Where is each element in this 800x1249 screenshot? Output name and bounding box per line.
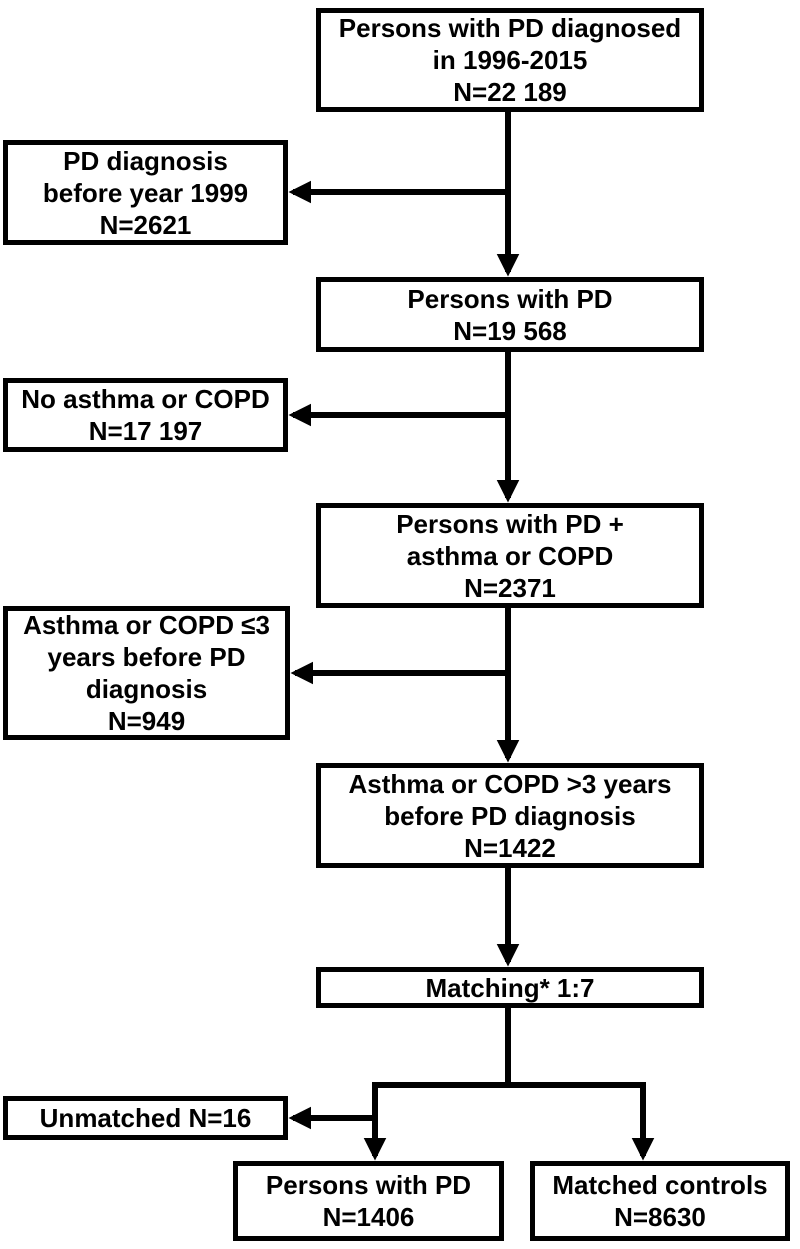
box-line: N=22 189: [453, 77, 567, 107]
box-line: PD diagnosis: [63, 145, 228, 176]
box-line: N=19 568: [453, 315, 567, 346]
box-line: years before PD: [47, 642, 246, 672]
box-line: Matched controls: [552, 1170, 768, 1200]
box-asthma-within-3y: Asthma or COPD ≤3 years before PD diagno…: [3, 606, 290, 740]
box-line: N=2371: [464, 572, 556, 603]
box-line: N=17 197: [88, 416, 203, 446]
box-line: No asthma or COPD: [21, 384, 270, 414]
box-pd-plus-asthma-copd: Persons with PD + asthma or COPD N=2371: [316, 503, 704, 608]
box-line: Unmatched N=16: [39, 1103, 252, 1133]
box-line: asthma or COPD: [406, 540, 614, 571]
box-line: Asthma or COPD >3 years: [348, 768, 672, 799]
box-final-pd: Persons with PD N=1406: [233, 1161, 504, 1241]
box-line: N=2621: [99, 209, 192, 240]
box-line: N=949: [107, 706, 186, 736]
box-line: Persons with PD: [407, 283, 613, 314]
box-line: before year 1999: [42, 177, 249, 208]
box-excluded-before-1999: PD diagnosis before year 1999 N=2621: [3, 140, 288, 245]
box-matching: Matching* 1:7: [316, 967, 704, 1008]
box-total-pd-diagnosed: Persons with PD diagnosed in 1996-2015 N…: [316, 8, 704, 112]
box-line: Persons with PD: [265, 1170, 472, 1200]
box-asthma-over-3y: Asthma or COPD >3 years before PD diagno…: [316, 763, 704, 868]
box-persons-with-pd: Persons with PD N=19 568: [316, 277, 704, 352]
box-no-asthma-copd: No asthma or COPD N=17 197: [3, 378, 288, 452]
box-line: N=8630: [614, 1202, 706, 1232]
box-matched-controls: Matched controls N=8630: [530, 1161, 790, 1241]
box-line: Persons with PD diagnosed: [338, 13, 682, 43]
box-line: before PD diagnosis: [384, 800, 636, 831]
box-line: Matching* 1:7: [425, 972, 595, 1003]
box-line: Persons with PD +: [396, 508, 624, 539]
box-line: Asthma or COPD ≤3: [23, 610, 270, 640]
box-unmatched: Unmatched N=16: [3, 1096, 288, 1140]
box-line: in 1996-2015: [432, 45, 588, 75]
box-line: diagnosis: [85, 674, 208, 704]
box-line: N=1422: [464, 832, 556, 863]
box-line: N=1406: [322, 1202, 415, 1232]
